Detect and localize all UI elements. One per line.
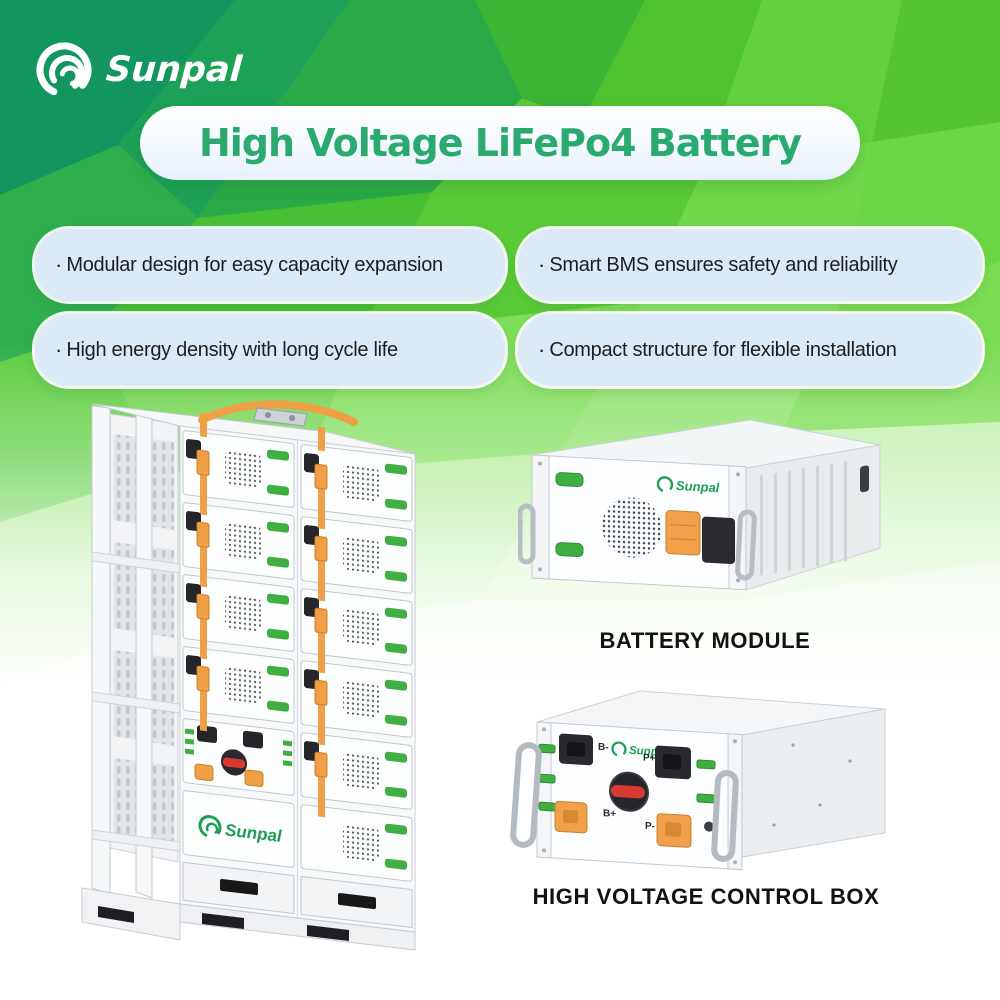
control-box-caption: HIGH VOLTAGE CONTROL BOX (532, 884, 880, 909)
rack-base-drawers (182, 861, 413, 929)
page-title: High Voltage LiFePo4 Battery (198, 121, 802, 165)
terminal-label-b-plus: B+ (603, 808, 616, 820)
rack-brand-panel: Sunpal (182, 790, 295, 868)
battery-module-image: Sunpal (518, 419, 881, 591)
rack-base (81, 887, 416, 951)
terminal-label-b-minus: B- (598, 742, 609, 754)
left-handle (518, 503, 536, 565)
rack-front: Sunpal (179, 412, 416, 933)
rack-side-frame (91, 405, 181, 899)
right-handle (735, 509, 757, 581)
terminal-label-p-plus: P+ (643, 753, 656, 765)
module-side-vents (760, 460, 869, 576)
cable-chain-right (304, 426, 328, 818)
feature-pill-1: · Modular design for easy capacity expan… (35, 229, 505, 301)
battery-rack-image: Sunpal (81, 400, 416, 951)
orange-connector (665, 510, 701, 556)
battery-module-caption: BATTERY MODULE (599, 628, 811, 653)
title-banner: High Voltage LiFePo4 Battery (140, 106, 860, 180)
right-handle (711, 770, 739, 862)
rack-control-module (182, 718, 295, 796)
module-side-face (745, 444, 881, 591)
round-button (704, 821, 714, 832)
feature-pill-3: · High energy density with long cycle li… (35, 314, 505, 386)
sunpal-swirl-icon (198, 814, 222, 839)
bullet: · (55, 337, 63, 362)
bullet: · (55, 252, 63, 277)
feature-text: Compact structure for flexible installat… (549, 338, 897, 361)
bullet: · (538, 252, 546, 277)
left-handle (510, 742, 542, 848)
control-box-image: B- Sunpal B+ P+ P- (510, 690, 886, 871)
cable-chain-left (186, 412, 210, 732)
brand-logo: Sunpal (34, 38, 254, 102)
battery-modules-right (300, 444, 413, 882)
black-connector (702, 516, 735, 564)
switch-red-handle (611, 784, 645, 799)
sunpal-swirl-icon (611, 741, 627, 757)
green-latch (555, 542, 584, 558)
feature-text: Modular design for easy capacity expansi… (66, 253, 443, 276)
busbar-clamp (253, 407, 308, 427)
battery-modules-left (182, 430, 295, 724)
green-latch (555, 472, 584, 488)
terminal-label-p-minus: P- (645, 821, 655, 833)
bullet: · (538, 337, 546, 362)
control-side-face (741, 708, 886, 858)
control-front-face: B- Sunpal B+ P+ P- (536, 721, 743, 871)
brand-name: Sunpal (104, 49, 244, 90)
vent-grid (602, 497, 662, 558)
module-front-face: Sunpal (531, 454, 747, 591)
orange-cable (198, 400, 358, 426)
feature-text: Smart BMS ensures safety and reliability (549, 253, 898, 276)
sunpal-swirl-icon (656, 476, 674, 493)
feature-pill-4: · Compact structure for flexible install… (518, 314, 982, 386)
module-brand-label: Sunpal (676, 478, 720, 495)
feature-text: High energy density with long cycle life (66, 338, 398, 361)
sunpal-swirl-icon (36, 42, 92, 98)
rack-top (91, 400, 416, 455)
feature-pill-2: · Smart BMS ensures safety and reliabili… (518, 229, 982, 301)
